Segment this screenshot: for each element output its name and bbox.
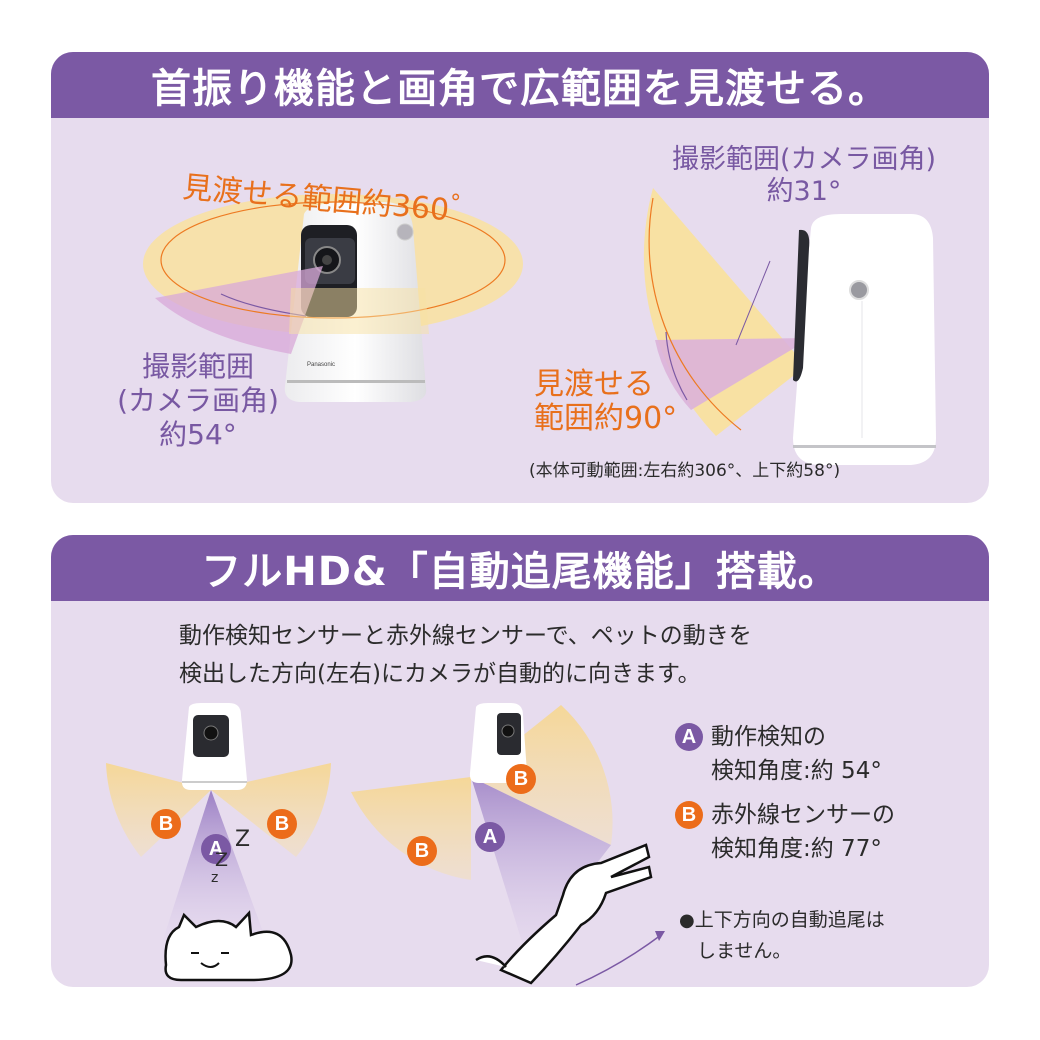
tilt-camera-wedge <box>655 338 811 410</box>
sleep-z-1: Z <box>235 827 251 852</box>
side-camera-angle-label: 撮影範囲(カメラ画角) 約31° <box>671 144 937 207</box>
auto-tracking-panel: フルHD&「自動追尾機能」搭載。 動作検知センサーと赤外線センサーで、ペットの動… <box>51 535 989 987</box>
badge-a-icon: A <box>675 723 703 751</box>
sleep-z-3: z <box>211 870 219 886</box>
badge-b-icon: B <box>675 801 703 829</box>
wide-view-panel: 首振り機能と画角で広範囲を見渡せる。 <box>51 52 989 503</box>
camera-angle-wedge <box>155 266 323 354</box>
badge-a: A <box>201 834 231 864</box>
sensor-diagrams <box>106 703 665 986</box>
panel-header: フルHD&「自動追尾機能」搭載。 <box>51 535 989 601</box>
badge-b-right: B <box>267 809 297 839</box>
badge-b-lower: B <box>407 836 437 866</box>
feature-description: 動作検知センサーと赤外線センサーで、ペットの動きを 検出した方向(左右)にカメラ… <box>179 623 752 687</box>
sensor-legend: A 動作検知の 検知角度:約 54° B 赤外線センサーの 検知角度:約 77° <box>675 720 895 876</box>
jumping-cat-illustration <box>475 843 653 985</box>
legend-item-b: B 赤外線センサーの 検知角度:約 77° <box>675 798 895 866</box>
body-range-note: (本体可動範囲:左右約306°、上下約58°) <box>529 461 841 481</box>
badge-a-right: A <box>475 822 505 852</box>
sleeping-cat-illustration <box>164 910 293 982</box>
tilt-range-label: 見渡せる 範囲約90° <box>534 367 678 436</box>
bullet-icon: ● <box>679 910 695 931</box>
badge-b-upper: B <box>506 764 536 794</box>
pan-diagram <box>143 188 936 465</box>
panel-title: フルHD&「自動追尾機能」搭載。 <box>201 549 839 595</box>
legend-item-a: A 動作検知の 検知角度:約 54° <box>675 720 895 788</box>
panel-header: 首振り機能と画角で広範囲を見渡せる。 <box>51 52 989 118</box>
sleep-z-2: Z <box>215 849 229 871</box>
tracking-note: ●上下方向の自動追尾は しません。 <box>679 909 885 962</box>
badge-b-left: B <box>151 809 181 839</box>
brand-label: Panasonic <box>307 362 336 368</box>
camera-angle-label: 撮影範囲 (カメラ画角) 約54° <box>117 350 279 451</box>
panel-title: 首振り機能と画角で広範囲を見渡せる。 <box>151 66 889 112</box>
side-camera-illustration <box>793 214 936 465</box>
